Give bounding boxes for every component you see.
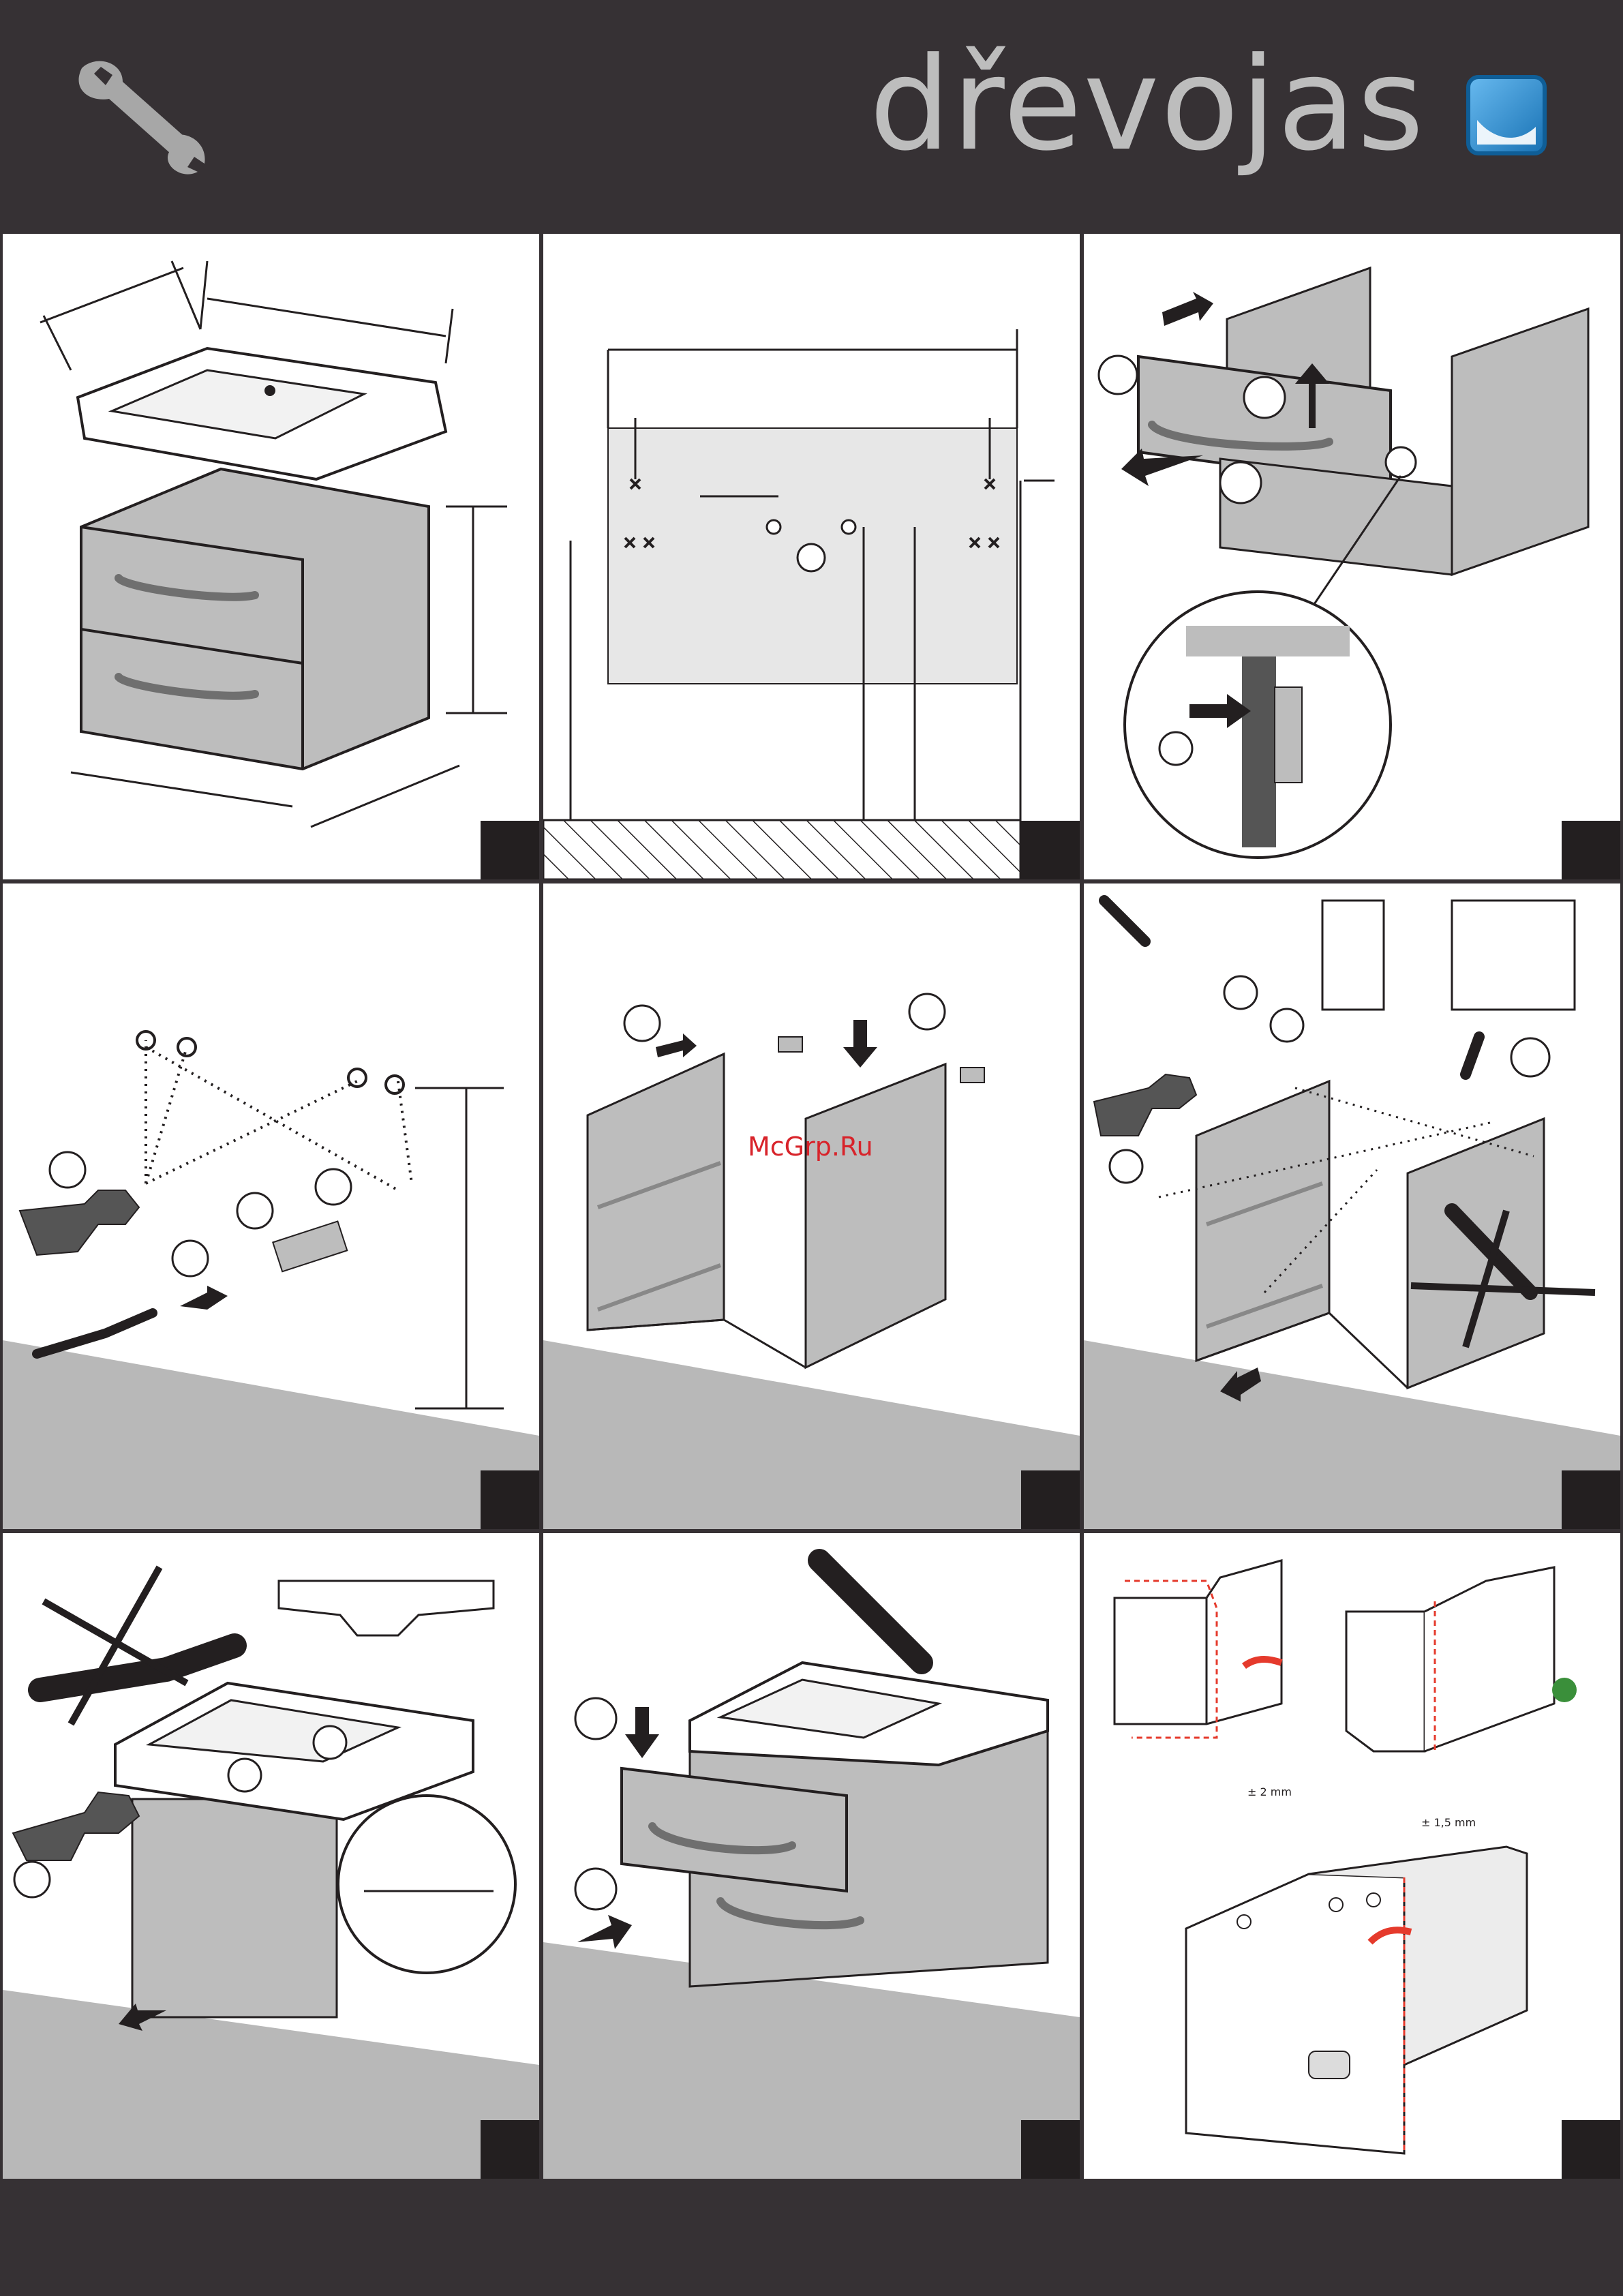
panel-tab [1562,1470,1620,1529]
panel-8 [543,1533,1080,2179]
panel-4 [3,883,539,1529]
drill-icon [1094,1074,1196,1136]
floor-hatch [543,820,1020,879]
panel-tab [1021,821,1080,879]
footer-bar [0,2181,1623,2296]
panel-3 [1084,234,1620,879]
drill-icon [20,1190,139,1255]
screwdriver-icon [1104,901,1145,941]
brand-name: dřevojas [869,41,1425,169]
panel-tab [1021,2120,1080,2179]
panel-tab [1562,821,1620,879]
arrow-down-icon [625,1707,659,1758]
arrow-right-icon [577,1915,632,1949]
wrench-icon [68,55,218,177]
panel-tab [1562,2120,1620,2179]
panel-tab [481,1470,539,1529]
screwdriver-icon [1552,1678,1577,1702]
panel-tab [481,821,539,879]
screwdriver-icon [1466,1037,1479,1074]
panel-6 [1084,883,1620,1529]
detail-zoom [338,1796,515,1973]
panel-9: ± 2 mm ± 1,5 mm [1084,1533,1620,2179]
panel-1 [3,234,539,879]
drill-icon [13,1792,139,1860]
panel-tab [481,2120,539,2179]
watermark: McGrp.Ru [748,1132,873,1162]
bracket [273,1222,347,1272]
panel-2 [543,234,1080,879]
panel-5 [543,883,1080,1529]
arrow-right-icon [656,1033,697,1057]
adjust-side-label: ± 2 mm [1247,1785,1292,1798]
adjust-height-label: ± 1,5 mm [1421,1816,1476,1829]
header-bar: dřevojas [0,0,1623,230]
sealant-icon [819,1560,922,1663]
arrow-left-icon [1162,292,1213,326]
panel-tab [1021,1470,1080,1529]
basin-drawing [78,348,446,479]
arrow-down-icon [843,1020,877,1068]
screwdriver-icon [37,1313,153,1354]
drevojas-logo-icon [1466,75,1547,155]
cabinet-drawing [81,469,429,769]
panel-7 [3,1533,539,2179]
forbidden-cross-icon [44,1567,187,1724]
